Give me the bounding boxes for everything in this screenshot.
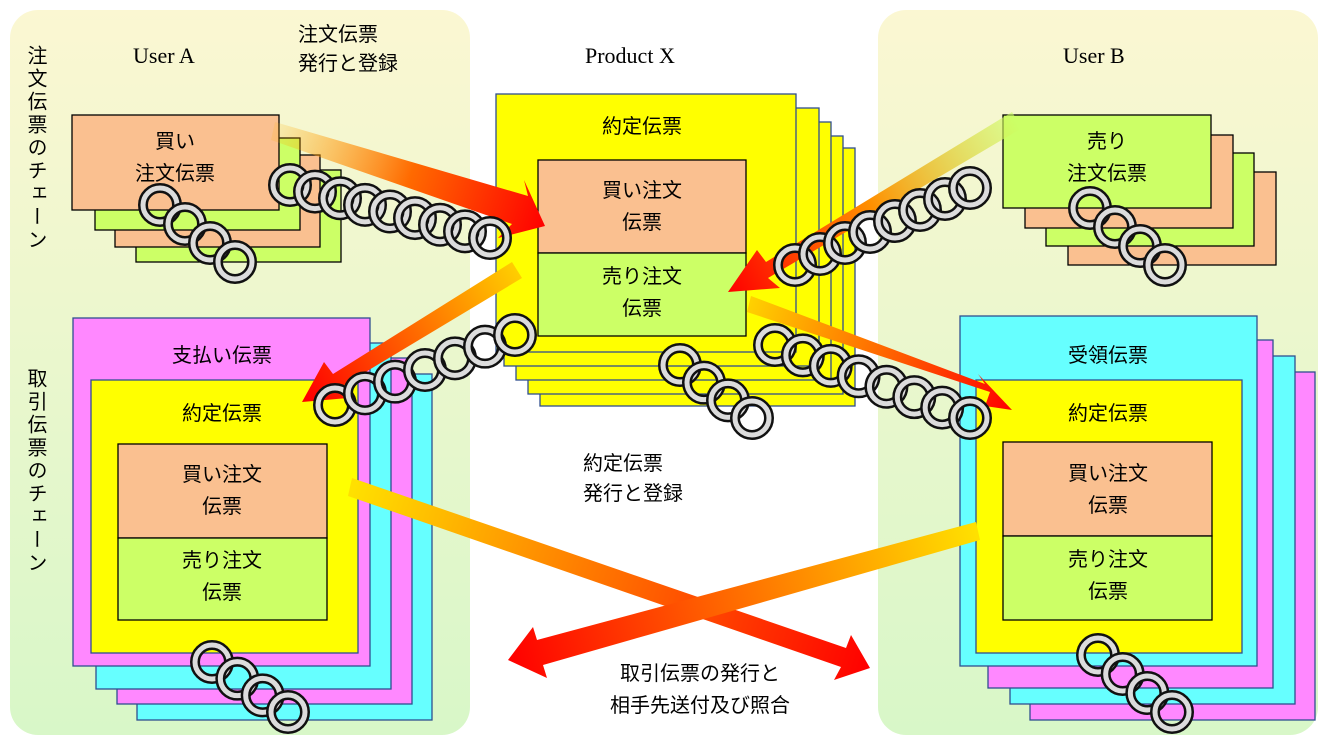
chain-ring-highlight xyxy=(295,172,335,212)
order-chain-vertical-label: 注文伝票のチェーン xyxy=(24,45,48,252)
payment-buy-line-1: 買い注文 xyxy=(182,462,262,486)
payment-contract-title: 約定伝票 xyxy=(182,401,262,425)
product-sell-line-2: 伝票 xyxy=(622,296,662,320)
chain-ring-highlight xyxy=(215,242,255,282)
arrow-product-to-payment xyxy=(302,262,522,402)
receipt-sell-line-2: 伝票 xyxy=(1088,579,1128,603)
payment-title: 支払い伝票 xyxy=(172,343,272,367)
receipt-title: 受領伝票 xyxy=(1068,343,1148,367)
receipt-contract-title: 約定伝票 xyxy=(1068,401,1148,425)
contract-issue-caption-1: 約定伝票 xyxy=(583,451,663,475)
contract-issue-caption-2: 発行と登録 xyxy=(583,481,683,505)
receipt-buy-line-1: 買い注文 xyxy=(1068,461,1148,485)
payment-sell-line-1: 売り注文 xyxy=(182,548,262,572)
chain-ring-highlight xyxy=(345,185,385,225)
receipt-sell-slip xyxy=(1002,535,1213,621)
product-buy-line-2: 伝票 xyxy=(622,210,662,234)
payment-sell-slip xyxy=(117,537,328,621)
chain-ring-highlight xyxy=(420,205,460,245)
chain-ring-highlight xyxy=(950,398,990,438)
payment-buy-slip xyxy=(117,443,328,539)
product-x-label: Product X xyxy=(585,43,675,68)
arrow-payment-to-receipt xyxy=(348,478,870,680)
chain-ring-highlight xyxy=(950,168,990,208)
chain-ring-highlight xyxy=(1152,692,1192,732)
order-issue-caption-2: 発行と登録 xyxy=(298,51,398,75)
arrow-buy-to-product xyxy=(271,122,545,238)
chain-ring-highlight xyxy=(732,398,772,438)
receipt-buy-line-2: 伝票 xyxy=(1088,493,1128,517)
chain-ring-highlight xyxy=(395,198,435,238)
chain-ring-highlight xyxy=(270,165,310,205)
order-issue-caption-1: 注文伝票 xyxy=(298,22,378,46)
user-a-label: User A xyxy=(133,43,195,68)
product-buy-line-1: 買い注文 xyxy=(602,178,682,202)
transaction-chain-vertical-label: 取引伝票のチェーン xyxy=(24,368,48,575)
user-b-order-slip-stack xyxy=(1002,114,1277,266)
receipt-sell-line-1: 売り注文 xyxy=(1068,547,1148,571)
product-contract-title: 約定伝票 xyxy=(602,114,682,138)
chain-ring-highlight xyxy=(495,315,535,355)
user-b-label: User B xyxy=(1063,43,1125,68)
chain-rings xyxy=(138,163,1194,734)
chain-ring-highlight xyxy=(445,211,485,251)
chain-ring-highlight xyxy=(470,218,510,258)
product-sell-line-1: 売り注文 xyxy=(602,264,682,288)
payment-sell-line-2: 伝票 xyxy=(202,580,242,604)
user-b-slip-line-2: 注文伝票 xyxy=(1067,161,1147,185)
arrow-receipt-to-payment xyxy=(508,522,980,678)
transaction-caption-2: 相手先送付及び照合 xyxy=(610,693,790,717)
product-sell-slip xyxy=(537,252,747,337)
user-a-slip-line-1: 買い xyxy=(155,129,195,153)
receipt-buy-slip xyxy=(1002,441,1213,537)
transaction-caption-1: 取引伝票の発行と xyxy=(620,661,780,685)
product-buy-slip xyxy=(537,159,747,254)
chain-ring-highlight xyxy=(1145,245,1185,285)
user-b-slip-line-1: 売り xyxy=(1087,129,1127,153)
user-a-slip-line-2: 注文伝票 xyxy=(135,161,215,185)
chain-ring-highlight xyxy=(370,192,410,231)
chain-ring-highlight xyxy=(268,692,308,732)
chain-ring-highlight xyxy=(320,178,360,218)
arrow-product-to-receipt xyxy=(747,296,1012,410)
payment-buy-line-2: 伝票 xyxy=(202,494,242,518)
